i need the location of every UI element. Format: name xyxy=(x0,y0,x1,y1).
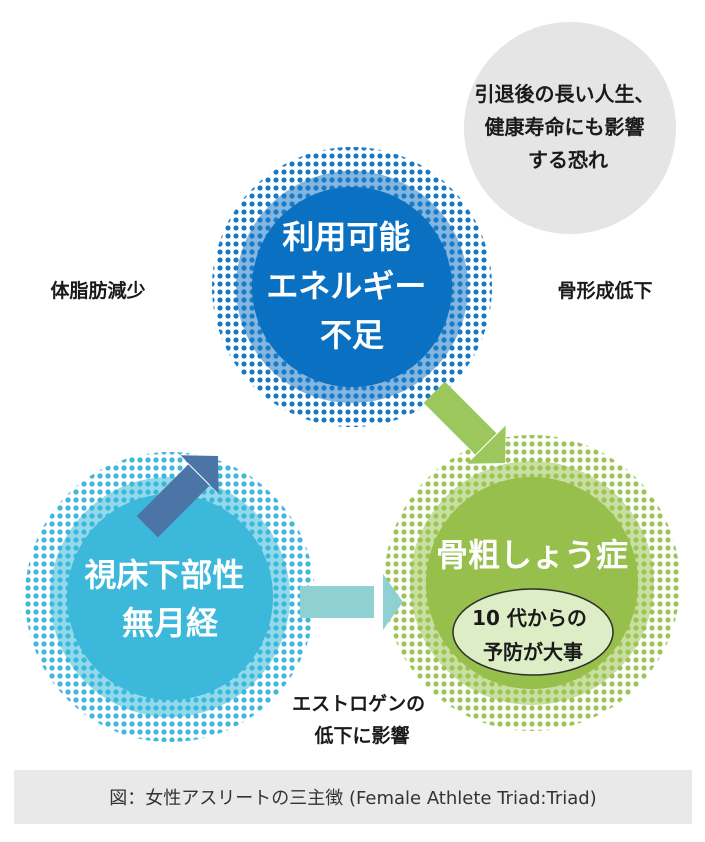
hypothalamic-line-2: 無月経 xyxy=(122,604,219,642)
svg-text:視床下部性 無月経: 視床下部性 無月経 xyxy=(84,556,255,642)
callout-line-2: 健康寿命にも影響 xyxy=(485,115,645,139)
svg-text:引退後の長い人生、 健康寿命にも影響 する恐: 引退後の長い人生、 健康寿命にも影響 する恐れ xyxy=(475,82,662,172)
label-estrogen-line-2: 低下に影響 xyxy=(313,724,409,747)
callout-circle xyxy=(464,22,676,234)
energy-deficiency-node: 利用可能 エネルギー 不足 xyxy=(212,147,492,427)
hypothalamic-line-1: 視床下部性 xyxy=(84,556,244,594)
hypothalamic-amenorrhea-node: 視床下部性 無月経 xyxy=(25,452,315,742)
energy-line-2: エネルギー xyxy=(266,267,426,305)
arrow-energy-to-osteoporosis xyxy=(423,381,506,464)
energy-line-3: 不足 xyxy=(320,316,384,354)
label-estrogen-line-1: エストロゲンの xyxy=(292,693,425,715)
note-line-2: 予防が大事 xyxy=(483,640,583,664)
energy-line-1: 利用可能 xyxy=(282,218,410,256)
osteoporosis-node: 骨粗しょう症 10 代からの 予防が大事 xyxy=(384,435,680,731)
arrow-amenorrhea-to-osteoporosis xyxy=(300,574,403,630)
label-body-fat: 体脂肪減少 xyxy=(50,279,145,302)
figure-caption: 図：女性アスリートの三主徴 (Female Athlete Triad:Tria… xyxy=(14,770,692,824)
arrow-energy-to-amenorrhea xyxy=(136,455,219,538)
prevention-note-bubble xyxy=(452,588,614,676)
svg-text:エストロゲンの 低下に影響: エストロゲンの 低下に影響 xyxy=(292,693,432,747)
callout-line-3: する恐れ xyxy=(528,148,608,172)
callout-line-1: 引退後の長い人生、 xyxy=(475,82,655,106)
note-line-1: 10 代からの xyxy=(472,606,587,630)
label-bone-formation: 骨形成低下 xyxy=(557,279,652,302)
osteoporosis-title: 骨粗しょう症 xyxy=(436,536,628,574)
svg-text:10 代からの 予防が大事: 10 代からの 予防が大事 xyxy=(472,606,594,664)
svg-text:利用可能 エネルギー 不足: 利用可能 エネルギー 不足 xyxy=(266,218,437,354)
